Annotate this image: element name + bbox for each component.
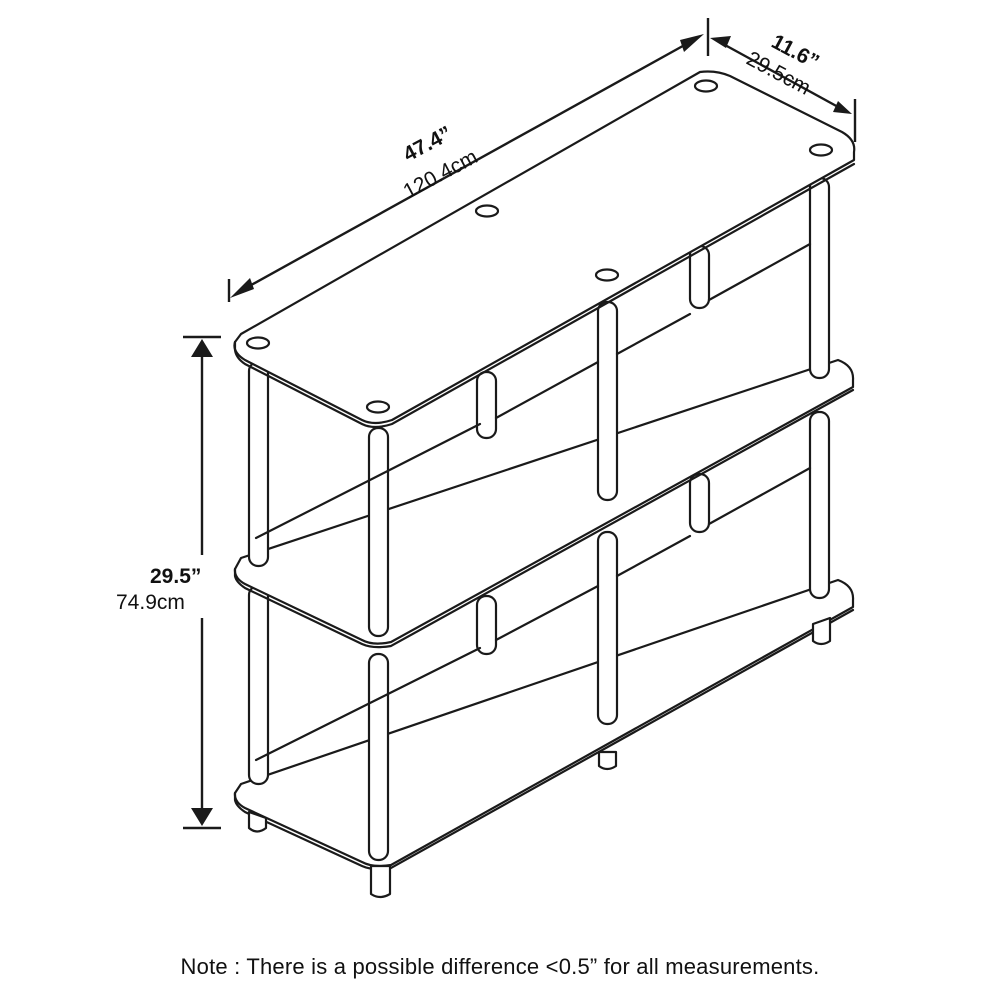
height-dimension: 29.5” 74.9cm xyxy=(116,335,221,830)
top-shelf-board xyxy=(233,70,856,425)
middle-shelf-board xyxy=(233,358,855,645)
height-cm-label: 74.9cm xyxy=(116,591,185,614)
top-cap-holes xyxy=(245,79,834,414)
bottom-feet xyxy=(247,616,832,899)
measurement-note: Note : There is a possible difference <0… xyxy=(180,954,820,979)
shelf-illustration xyxy=(233,70,856,899)
height-inches-label: 29.5” xyxy=(150,565,201,588)
lower-posts xyxy=(247,410,831,862)
upper-posts xyxy=(247,176,831,638)
